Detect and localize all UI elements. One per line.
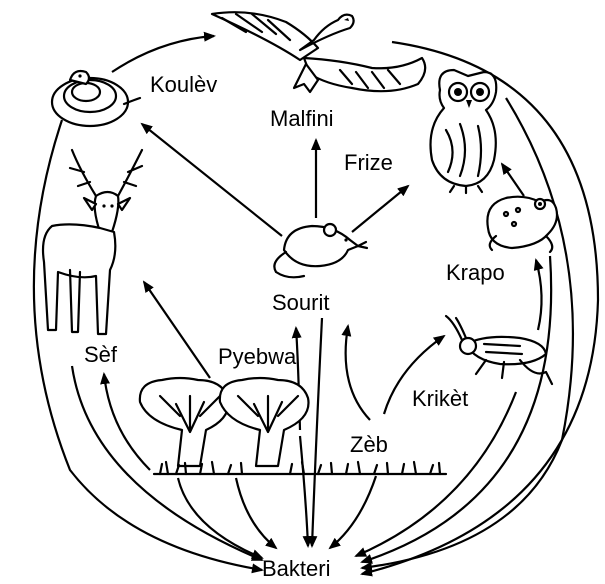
label-krapo: Krapo [446,260,505,285]
deer-illustration [43,150,142,334]
label-pyebwa: Pyebwa [218,344,297,369]
arrow-zeb-to-sourit [346,326,370,420]
arrow-trees-to-bakteri [178,478,262,558]
arrow-pyebwa-to-bakteri [300,436,308,546]
arrow-sourit-to-koulev [142,124,282,236]
snake-illustration [52,71,140,126]
arrow-sourit-to-frize [352,186,408,232]
label-zeb: Zèb [350,432,388,457]
arrow-kriket-to-krapo [536,260,542,330]
arrow-koulev-to-malfini [112,36,214,72]
label-bakteri: Bakteri [262,556,330,581]
label-kriket: Krikèt [412,386,468,411]
owl-illustration [431,70,497,193]
arrow-trees2-to-bakteri [236,478,276,548]
toad-illustration [487,197,557,252]
arrow-zeb-to-bakteri [330,476,376,548]
trees-illustration [140,378,309,466]
arrow-pyebwa-to-sef [144,282,210,378]
label-sef: Sèf [84,342,118,367]
arrow-krapo-to-frize [502,164,524,196]
hawk-illustration [212,12,425,92]
arrow-sourit-to-bakteri [312,318,322,546]
label-frize: Frize [344,150,393,175]
label-malfini: Malfini [270,106,334,131]
label-koulev: Koulèv [150,72,217,97]
cricket-illustration [446,316,552,384]
label-sourit: Sourit [272,290,329,315]
